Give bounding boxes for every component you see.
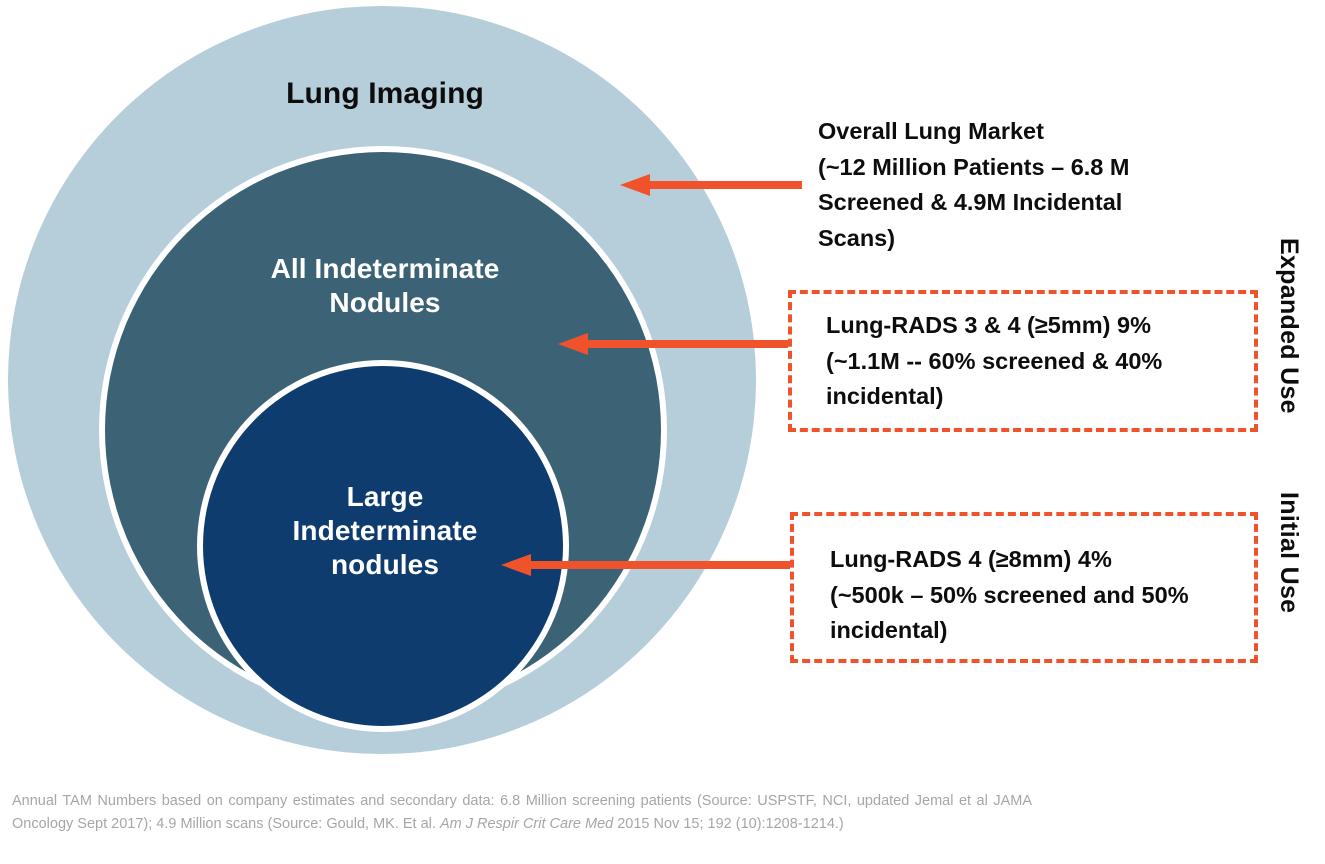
callout-expanded-line3: incidental) (826, 383, 944, 410)
arrow-left-icon-initial-use (501, 552, 802, 578)
inner-circle-label-line3: nodules (330, 549, 440, 581)
callout-overall-line2: (~12 Million Patients – 6.8 M (818, 153, 1130, 180)
inner-circle-label-line1: Large (346, 481, 424, 512)
footnote-source-citation: Annual TAM Numbers based on company esti… (12, 790, 1032, 836)
footnote-journal-name: Am J Respir Crit Care Med (439, 815, 614, 832)
callout-expanded-text: Lung-RADS 3 & 4 (≥5mm) 9% (~1.1M -- 60% … (826, 308, 1162, 415)
middle-circle-label-line2: Nodules (329, 287, 441, 319)
arrow-left-icon-expanded-use (558, 331, 802, 357)
callout-initial-text: Lung-RADS 4 (≥8mm) 4% (~500k – 50% scree… (830, 542, 1189, 649)
callout-overall-line3: Screened & 4.9M Incidental (818, 189, 1123, 216)
callout-initial-line3: incidental) (830, 617, 948, 644)
arrow-left-icon-overall-market (620, 172, 802, 198)
callout-expanded-line1: Lung-RADS 3 & 4 (≥5mm) 9% (826, 312, 1151, 338)
concentric-circles-diagram: Lung Imaging All Indeterminate Nodules L… (8, 6, 756, 754)
inner-circle-large-indeterminate-nodules (203, 366, 563, 726)
footnote-part1: Annual TAM Numbers based on company esti… (12, 793, 1032, 832)
footnote-part2: 2015 Nov 15; 192 (10):1208-1214.) (613, 815, 844, 832)
callout-expanded-line2: (~1.1M -- 60% screened & 40% (826, 347, 1163, 374)
inner-circle-label-line2: Indeterminate (292, 515, 478, 547)
callout-overall-line1: Overall Lung Market (818, 118, 1044, 144)
callout-overall-lung-market: Overall Lung Market (~12 Million Patient… (818, 114, 1273, 257)
callout-initial-line1: Lung-RADS 4 (≥8mm) 4% (830, 546, 1112, 572)
side-label-expanded-use: Expanded Use (1275, 238, 1303, 414)
middle-circle-label: All Indeterminate Nodules (175, 252, 595, 320)
outer-circle-label-text: Lung Imaging (286, 77, 484, 110)
callout-initial-line2: (~500k – 50% screened and 50% (830, 581, 1189, 608)
callout-box-initial-use: Lung-RADS 4 (≥8mm) 4% (~500k – 50% scree… (790, 512, 1258, 663)
callout-box-expanded-use: Lung-RADS 3 & 4 (≥5mm) 9% (~1.1M -- 60% … (788, 290, 1258, 432)
side-label-initial-use: Initial Use (1275, 492, 1303, 614)
middle-circle-label-line1: All Indeterminate (270, 253, 500, 284)
callout-overall-line4: Scans) (818, 225, 896, 252)
outer-circle-label: Lung Imaging (150, 76, 620, 113)
inner-circle-label: Large Indeterminate nodules (240, 480, 530, 582)
